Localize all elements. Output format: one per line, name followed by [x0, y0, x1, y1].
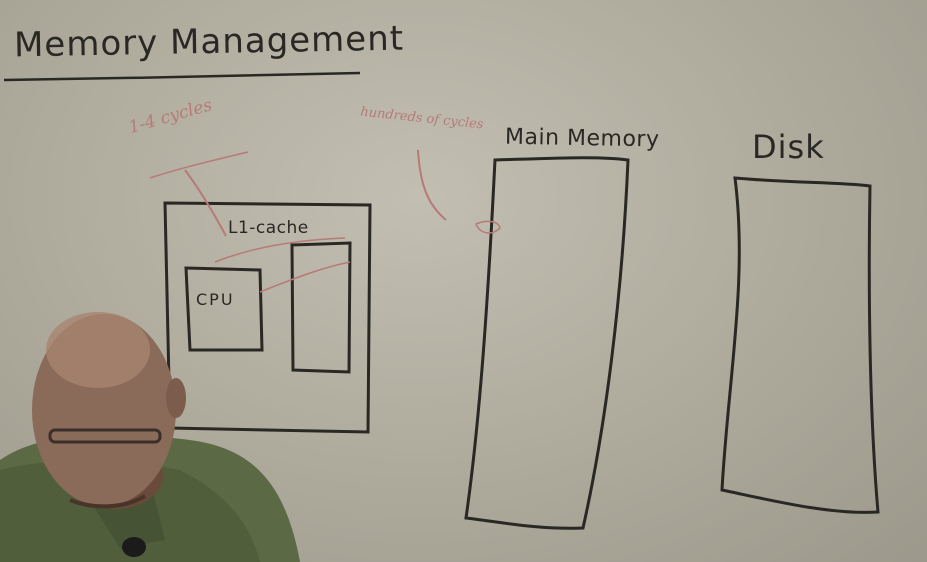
disk-box: [720, 176, 880, 514]
red-arrow-memory: [417, 149, 447, 221]
cpu-label: CPU: [196, 290, 235, 309]
red-underline-1: [149, 151, 249, 179]
cache-label: L1-cache: [228, 218, 309, 238]
memory-marker: [475, 220, 501, 234]
disk-label: Disk: [752, 128, 825, 166]
red-link: [214, 237, 346, 263]
head-highlight: [46, 312, 150, 388]
red-link-2: [259, 261, 351, 293]
main-memory-label: Main Memory: [504, 124, 660, 153]
main-memory-box: [464, 156, 630, 530]
eyeglasses: [48, 428, 162, 444]
title-underline: [3, 71, 361, 82]
cpu-box: [184, 266, 264, 352]
red-arrow-cache: [184, 169, 227, 237]
mouth-shadow: [69, 494, 147, 509]
processor-box: [163, 201, 372, 434]
cache-box: [290, 241, 352, 374]
ear: [166, 378, 186, 418]
lecturer-figure: [0, 312, 300, 562]
microphone: [122, 537, 146, 557]
board-title: Memory Management: [13, 18, 405, 66]
